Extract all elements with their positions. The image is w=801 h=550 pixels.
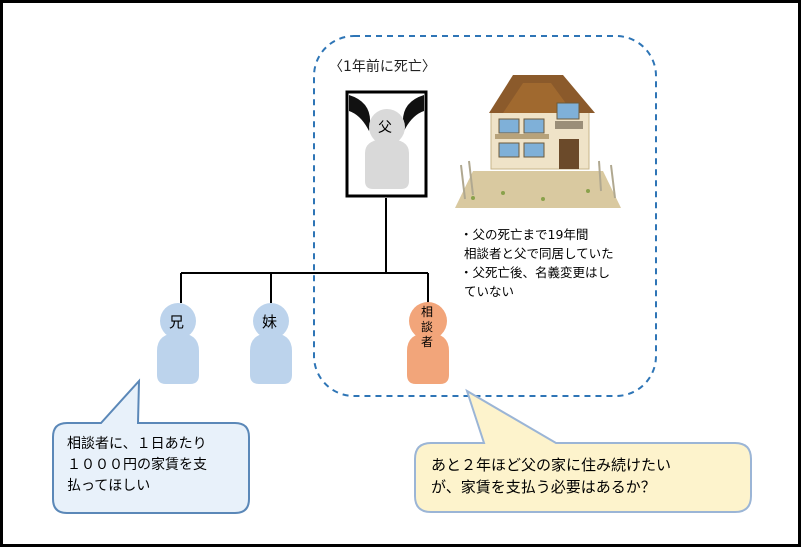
- death-caption: 〈1年前に死亡〉: [329, 59, 436, 75]
- sister-label: 妹: [262, 313, 278, 331]
- consultant-bubble-line: が、家賃を支払う必要はあるか？: [431, 478, 656, 496]
- brother-bubble-line: １０００円の家賃を支: [67, 457, 207, 473]
- father-portrait: [345, 90, 428, 198]
- note-line-2: 相談者と父で同居していた: [464, 246, 614, 261]
- brother-speech-bubble: [52, 378, 250, 514]
- father-label: 父: [378, 120, 392, 136]
- note-line-4: ていない: [464, 284, 515, 299]
- consultant-label: 相 談 者: [421, 305, 434, 349]
- consultant-bubble-text: あと２年ほど父の家に住み続けたい が、家賃を支払う必要はあるか？: [431, 454, 671, 498]
- note-line-3: ・父死亡後、名義変更はし: [460, 265, 611, 280]
- brother-figure: [157, 303, 199, 384]
- father-head: [369, 109, 405, 145]
- household-region: [313, 35, 657, 397]
- family-tree-lines: [180, 198, 429, 303]
- consultant-bubble-line: あと２年ほど父の家に住み続けたい: [431, 456, 672, 474]
- consultant-figure: [407, 302, 449, 384]
- diagram-canvas: [52, 35, 752, 514]
- consultant-speech-bubble: [414, 388, 752, 513]
- sister-figure: [250, 303, 292, 384]
- brother-label: 兄: [169, 313, 185, 331]
- father-body: [365, 139, 409, 189]
- brother-bubble-line: 払ってほしい: [67, 478, 151, 494]
- house-illustration: [455, 75, 621, 208]
- brother-bubble-text: 相談者に、１日あたり １０００円の家賃を支 払ってほしい: [67, 434, 207, 497]
- brother-bubble-line: 相談者に、１日あたり: [67, 436, 207, 452]
- note-line-1: ・父の死亡まで19年間: [460, 227, 589, 242]
